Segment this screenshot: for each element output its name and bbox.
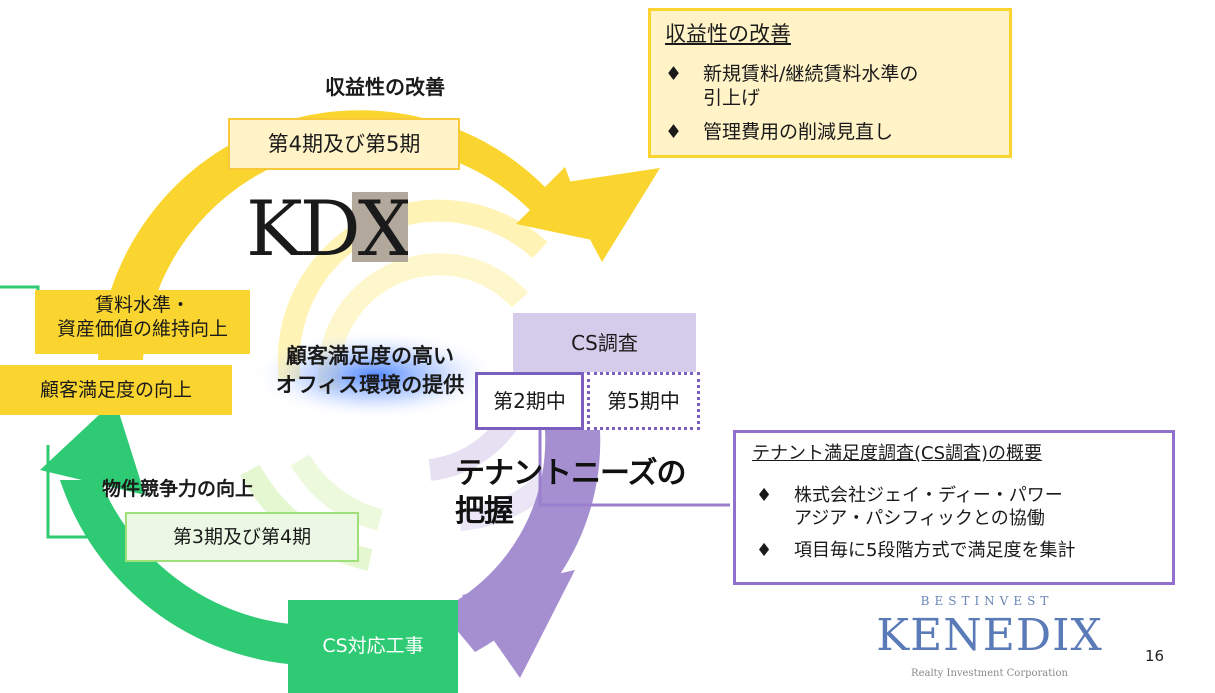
customer-satisfaction-box: 顧客満足度の向上 [0, 365, 232, 415]
page-number: 16 [1145, 647, 1165, 665]
center-glow [250, 330, 500, 420]
cs-work-box: CS対応工事 [288, 600, 458, 693]
bullet-icon: ♦ [756, 540, 773, 561]
center-text: 顧客満足度の高い オフィス環境の提供 [275, 344, 465, 398]
cs-overview-panel: テナント満足度調査(CS調査)の概要 ♦ 株式会社ジェイ・ディー・パワー アジア・… [733, 430, 1175, 585]
kdx-logo: KDX [240, 192, 408, 262]
list-item-text: 株式会社ジェイ・ディー・パワー アジア・パシフィックとの協働 [794, 485, 1063, 529]
green-arrow [60, 480, 300, 665]
kenedix-name: KENEDIX [876, 610, 1103, 661]
profit-panel-title: 収益性の改善 [665, 22, 791, 46]
bullet-icon: ♦ [756, 485, 773, 506]
list-item: ♦ 株式会社ジェイ・ディー・パワー アジア・パシフィックとの協働 [742, 485, 1162, 530]
list-item-text: 管理費用の削減見直し [703, 120, 894, 143]
kenedix-logo: BESTINVEST KENEDIX Realty Investment Cor… [872, 592, 1107, 690]
purple-connector [538, 428, 730, 507]
bullet-icon: ♦ [665, 63, 683, 85]
list-item: ♦ 管理費用の削減見直し [651, 121, 1001, 145]
top-label: 収益性の改善 [325, 75, 445, 99]
tenant-needs-label: テナントニーズの 把握 [455, 456, 686, 529]
cs-overview-title: テナント満足度調査(CS調査)の概要 [752, 443, 1043, 464]
bullet-icon: ♦ [665, 120, 683, 143]
kenedix-sub: Realty Investment Corporation [911, 668, 1068, 679]
cs-overview-list: ♦ 株式会社ジェイ・ディー・パワー アジア・パシフィックとの協働 ♦ 項目毎に5段階… [742, 485, 1162, 573]
cs-survey-box: CS調査 [513, 313, 696, 373]
kdx-logo-text: KDX [246, 192, 408, 262]
period-2-box: 第2期中 [475, 372, 584, 430]
competitiveness-label: 物件競争力の向上 [102, 478, 255, 500]
yellow-arrow-head [560, 168, 660, 262]
profit-panel-list: ♦ 新規賃料/継続賃料水準の 引上げ ♦ 管理費用の削減見直し [651, 63, 1001, 154]
list-item: ♦ 新規賃料/継続賃料水準の 引上げ [651, 63, 1001, 111]
rent-value-box: 賃料水準・ 資産価値の維持向上 [35, 290, 250, 354]
list-item: ♦ 項目毎に5段階方式で満足度を集計 [742, 540, 1162, 563]
profit-panel: 収益性の改善 ♦ 新規賃料/継続賃料水準の 引上げ ♦ 管理費用の削減見直し [648, 8, 1012, 158]
yellow-arrow [98, 110, 592, 360]
green-arrow-head [40, 400, 145, 495]
period-34-box: 第3期及び第4期 [125, 512, 359, 562]
purple-arrow-head [462, 570, 575, 678]
list-item-text: 項目毎に5段階方式で満足度を集計 [794, 540, 1076, 561]
kenedix-arc: BESTINVEST [920, 594, 1054, 608]
period-45-box: 第4期及び第5期 [228, 118, 460, 170]
period-5-box: 第5期中 [587, 372, 700, 430]
list-item-text: 新規賃料/継続賃料水準の 引上げ [703, 63, 919, 109]
